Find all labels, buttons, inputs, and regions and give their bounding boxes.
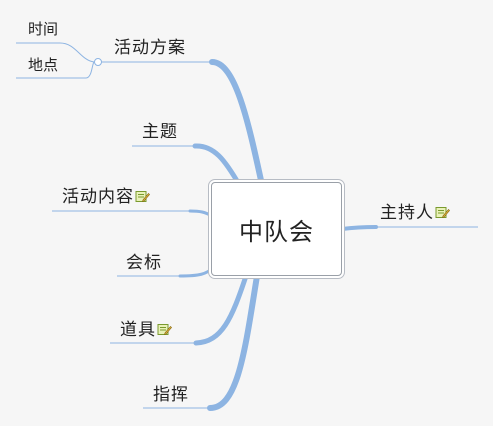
branch-theme: [192, 143, 243, 189]
branch-conductor: [207, 273, 260, 411]
topic-label: 指挥: [153, 385, 189, 405]
topic-host[interactable]: 主持人: [380, 203, 450, 223]
topic-label: 道具: [120, 320, 156, 340]
topic-activity-plan[interactable]: 活动方案: [114, 38, 186, 58]
topic-activity-content[interactable]: 活动内容: [62, 187, 150, 207]
subbranch-time: [16, 42, 95, 63]
note-icon[interactable]: [157, 323, 172, 336]
topic-label: 主持人: [380, 203, 434, 223]
topic-label: 活动内容: [62, 187, 134, 207]
subtopic-time[interactable]: 时间: [28, 20, 58, 38]
subtopic-label: 时间: [28, 20, 59, 38]
collapse-toggle: [94, 58, 102, 66]
topic-props[interactable]: 道具: [120, 320, 172, 340]
topic-label: 活动方案: [114, 38, 186, 58]
branch-emblem: [178, 266, 215, 278]
note-icon[interactable]: [435, 206, 450, 219]
subtopic-label: 地点: [28, 56, 59, 74]
subtopic-location[interactable]: 地点: [28, 56, 58, 74]
topic-emblem[interactable]: 会标: [126, 253, 162, 273]
topic-theme[interactable]: 主题: [142, 122, 178, 142]
note-icon[interactable]: [135, 190, 150, 203]
topic-label: 主题: [142, 122, 178, 142]
topic-conductor[interactable]: 指挥: [153, 385, 189, 405]
branch-host: [340, 225, 378, 231]
topic-label: 会标: [126, 253, 162, 273]
branch-activity-content: [188, 209, 214, 218]
central-topic[interactable]: 中队会: [211, 182, 342, 276]
branch-props: [193, 273, 249, 346]
branch-activity-plan: [209, 59, 265, 188]
